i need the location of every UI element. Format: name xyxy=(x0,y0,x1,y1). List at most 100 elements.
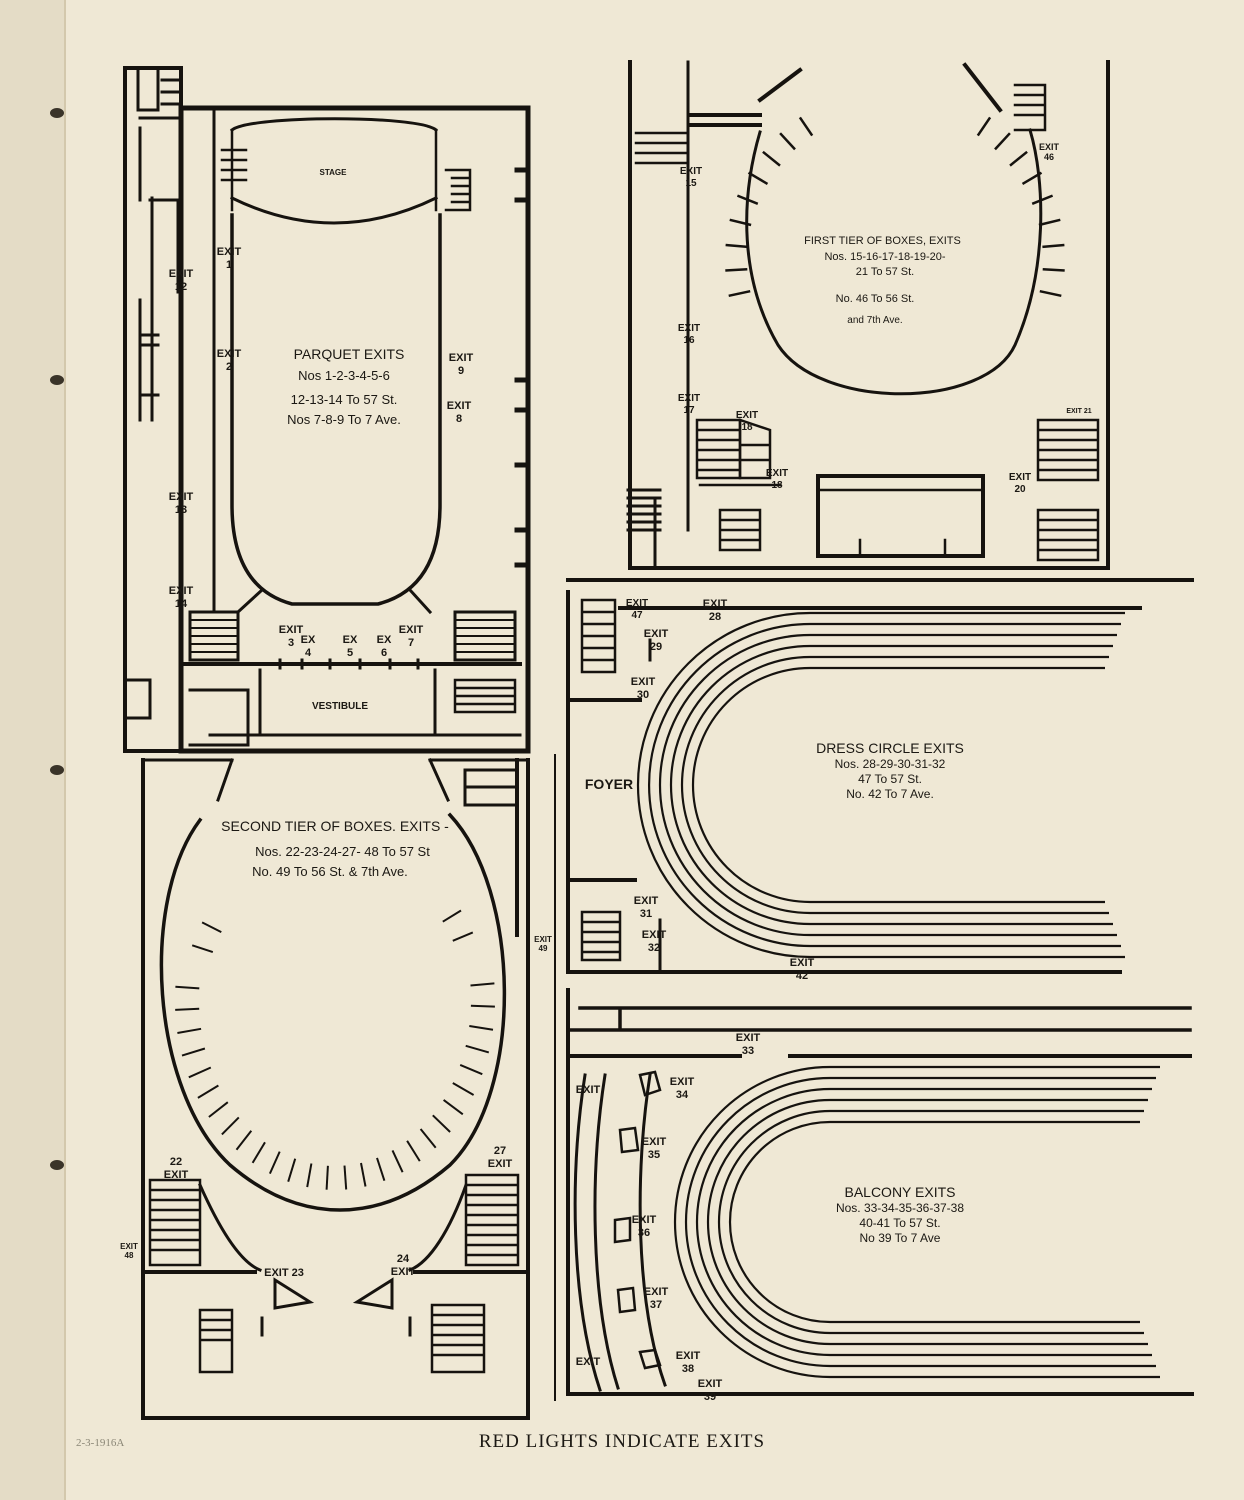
box-partition xyxy=(343,1165,348,1190)
exit-label: EXIT 21 xyxy=(1066,408,1092,415)
balcony-line-3: No 39 To 7 Ave xyxy=(859,1231,941,1245)
exit-label: EX 6 xyxy=(376,634,392,659)
box-partition xyxy=(1042,267,1065,272)
box-partition xyxy=(1009,150,1028,167)
exit-label: EXIT 12 xyxy=(168,268,194,293)
balcony-line-1: Nos. 33-34-35-36-37-38 xyxy=(835,1201,965,1215)
exit-label: EX 4 xyxy=(300,634,316,659)
exit-label: EXIT 46 xyxy=(1038,142,1059,163)
pencil-annotation: 2-3-1916A xyxy=(76,1437,125,1449)
dress-circle-plan xyxy=(566,578,1194,974)
binding-stitch xyxy=(50,765,64,775)
box-partition xyxy=(360,1162,367,1187)
second-tier-plan xyxy=(141,758,530,1420)
box-partition xyxy=(432,1114,451,1133)
exit-label: EXIT 8 xyxy=(446,400,472,425)
seating-row xyxy=(706,1098,1148,1346)
exit-label: EXIT 9 xyxy=(448,352,474,377)
parquet-line-2: 12-13-14 To 57 St. xyxy=(290,392,398,407)
box-partition xyxy=(201,921,222,933)
exit-label: EXIT 39 xyxy=(697,1378,723,1403)
seating-rows xyxy=(636,611,1160,1379)
first-tier-plan xyxy=(626,60,1110,570)
box-partition xyxy=(175,1007,200,1011)
exit-label: EXIT 23 xyxy=(264,1267,304,1279)
box-partition xyxy=(268,1151,281,1175)
seating-row xyxy=(680,655,1109,915)
box-partition xyxy=(469,1025,494,1031)
exit-label: EXIT 37 xyxy=(643,1286,669,1311)
box-partition xyxy=(729,218,752,227)
balcony-plan xyxy=(566,988,1194,1396)
box-partition xyxy=(762,150,781,167)
box-partition xyxy=(325,1165,329,1190)
parquet-title: PARQUET EXITS xyxy=(293,346,405,362)
seating-row xyxy=(691,666,1105,904)
exit-label: EXIT xyxy=(575,1084,601,1096)
box-partition xyxy=(452,1082,475,1096)
box-partition xyxy=(175,985,200,990)
binding-stitch xyxy=(50,375,64,385)
exit-label: EXIT 20 xyxy=(1008,472,1032,495)
exit-label: EXIT 48 xyxy=(120,1242,138,1261)
box-partition xyxy=(197,1084,219,1099)
box-partition xyxy=(1031,194,1054,205)
box-partition xyxy=(779,132,796,151)
box-partition xyxy=(725,267,748,272)
balcony-line-2: 40-41 To 57 St. xyxy=(859,1216,941,1230)
exit-label: EXIT 17 xyxy=(677,393,701,416)
first-tier-line-4: and 7th Ave. xyxy=(847,315,903,326)
box-partition xyxy=(725,243,748,249)
box-partition xyxy=(208,1101,229,1118)
first-tier-line-3: No. 46 To 56 St. xyxy=(835,293,915,305)
box-partition xyxy=(1038,218,1061,227)
second-tier-title: SECOND TIER OF BOXES. EXITS - xyxy=(221,818,449,834)
seating-row xyxy=(647,622,1121,948)
seating-row xyxy=(669,644,1113,926)
exit-label: EXIT 18 xyxy=(735,410,759,433)
stage-label: STAGE xyxy=(319,168,347,177)
box-partition xyxy=(465,1044,490,1054)
box-partition xyxy=(419,1128,437,1149)
exit-label: EXIT 30 xyxy=(630,676,656,701)
box-partition xyxy=(976,116,992,137)
dress-circle-line-3: No. 42 To 7 Ave. xyxy=(846,787,934,801)
exit-label: EXIT 16 xyxy=(677,323,701,346)
exit-label: EXIT 34 xyxy=(669,1076,695,1101)
box-partition xyxy=(459,1063,483,1076)
box-partition xyxy=(391,1149,404,1173)
dress-circle-title: DRESS CIRCLE EXITS xyxy=(816,740,964,756)
seating-row xyxy=(636,611,1125,959)
seating-row xyxy=(658,633,1117,937)
first-tier-title: FIRST TIER OF BOXES, EXITS xyxy=(804,235,961,247)
exit-label: EXIT 38 xyxy=(675,1350,701,1375)
seating-row xyxy=(717,1109,1144,1335)
dress-circle-line-2: 47 To 57 St. xyxy=(858,772,922,786)
box-partition xyxy=(442,909,462,923)
exit-label: EXIT 42 xyxy=(789,957,815,982)
exit-label: EXIT 29 xyxy=(643,628,669,653)
exit-label: EXIT 47 xyxy=(625,598,649,621)
box-partition xyxy=(251,1141,266,1164)
exit-label: 22 EXIT xyxy=(163,1156,189,1181)
exit-label: EXIT 36 xyxy=(631,1214,657,1239)
exit-label: EXIT 14 xyxy=(168,585,194,610)
box-partition xyxy=(443,1099,464,1116)
box-partition xyxy=(470,1004,495,1008)
box-partition xyxy=(728,289,751,298)
second-tier-line-1: Nos. 22-23-24-27- 48 To 57 St xyxy=(255,844,430,859)
seating-row xyxy=(728,1120,1140,1324)
box-partition xyxy=(798,116,814,137)
box-partition xyxy=(376,1157,386,1182)
exit-label: EXIT 1 xyxy=(216,246,242,271)
box-partition xyxy=(470,982,495,987)
box-partition xyxy=(188,1066,212,1079)
balcony-title: BALCONY EXITS xyxy=(844,1184,956,1200)
parquet-line-1: Nos 1-2-3-4-5-6 xyxy=(298,368,390,383)
exit-label: EXIT xyxy=(575,1356,601,1368)
box-partition xyxy=(736,194,759,205)
binding-stitch xyxy=(50,1160,64,1170)
box-partition xyxy=(221,1116,240,1136)
